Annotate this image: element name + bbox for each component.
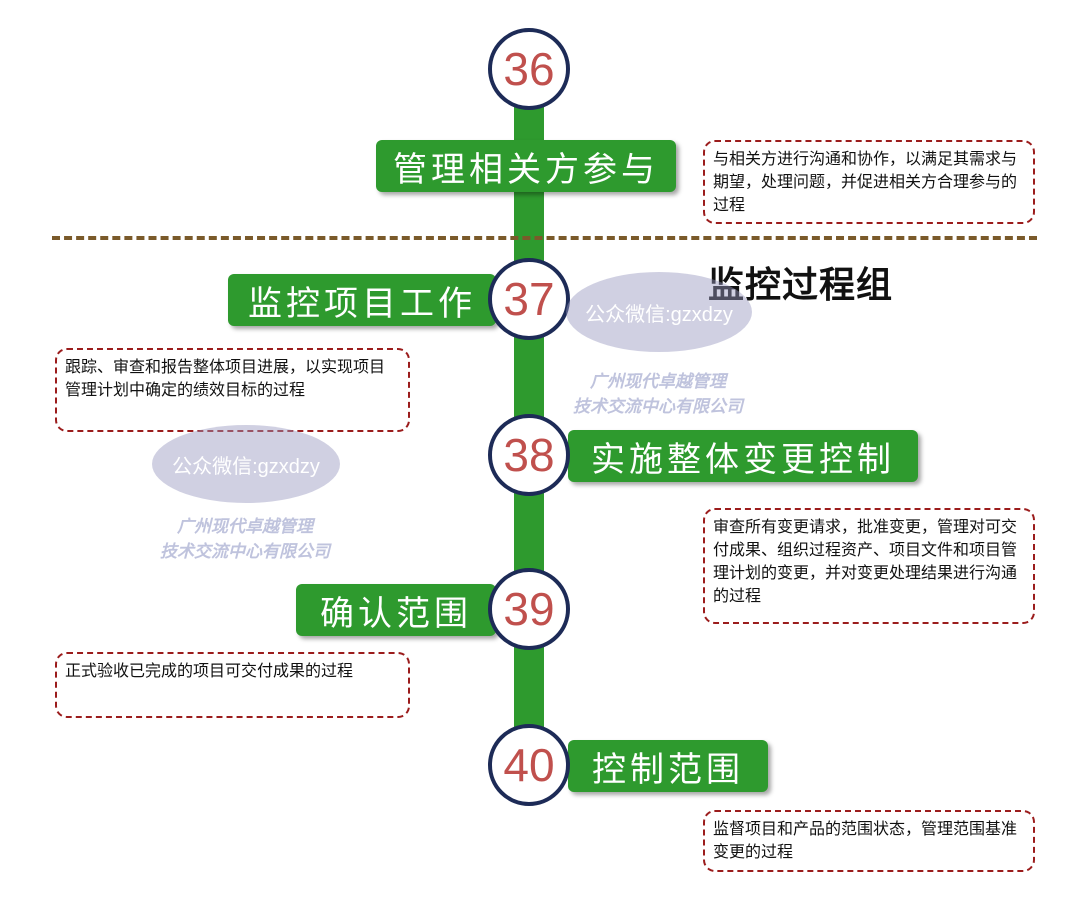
watermark-company-line2: 技术交流中心有限公司 <box>160 542 330 562</box>
watermark-company-line1: 广州现代卓越管理 <box>590 372 726 392</box>
process-label-37: 监控项目工作 <box>228 274 496 326</box>
process-label-39: 确认范围 <box>296 584 496 636</box>
process-description-40: 监督项目和产品的范围状态，管理范围基准变更的过程 <box>703 810 1035 872</box>
process-group-divider <box>52 236 1037 240</box>
watermark-company: 广州现代卓越管理 技术交流中心有限公司 <box>548 370 768 420</box>
process-description-38: 审查所有变更请求，批准变更，管理对可交付成果、组织过程资产、项目文件和项目管理计… <box>703 508 1035 624</box>
process-node-36: 36 <box>488 28 570 110</box>
watermark-badge: 公众微信:gzxdzy <box>152 425 340 503</box>
process-label-40: 控制范围 <box>568 740 768 792</box>
process-node-39: 39 <box>488 568 570 650</box>
watermark-badge: 公众微信:gzxdzy <box>566 272 752 352</box>
process-description-36: 与相关方进行沟通和协作，以满足其需求与期望，处理问题，并促进相关方合理参与的过程 <box>703 140 1035 224</box>
watermark-company-line1: 广州现代卓越管理 <box>177 517 313 537</box>
process-node-38: 38 <box>488 414 570 496</box>
process-description-39: 正式验收已完成的项目可交付成果的过程 <box>55 652 410 718</box>
process-node-40: 40 <box>488 724 570 806</box>
process-node-37: 37 <box>488 258 570 340</box>
process-group-title: 监控过程组 <box>708 265 894 306</box>
process-label-38: 实施整体变更控制 <box>568 430 918 482</box>
watermark-company: 广州现代卓越管理 技术交流中心有限公司 <box>135 515 355 565</box>
watermark-company-line2: 技术交流中心有限公司 <box>573 397 743 417</box>
process-label-36: 管理相关方参与 <box>376 140 676 192</box>
process-description-37: 跟踪、审查和报告整体项目进展，以实现项目管理计划中确定的绩效目标的过程 <box>55 348 410 432</box>
